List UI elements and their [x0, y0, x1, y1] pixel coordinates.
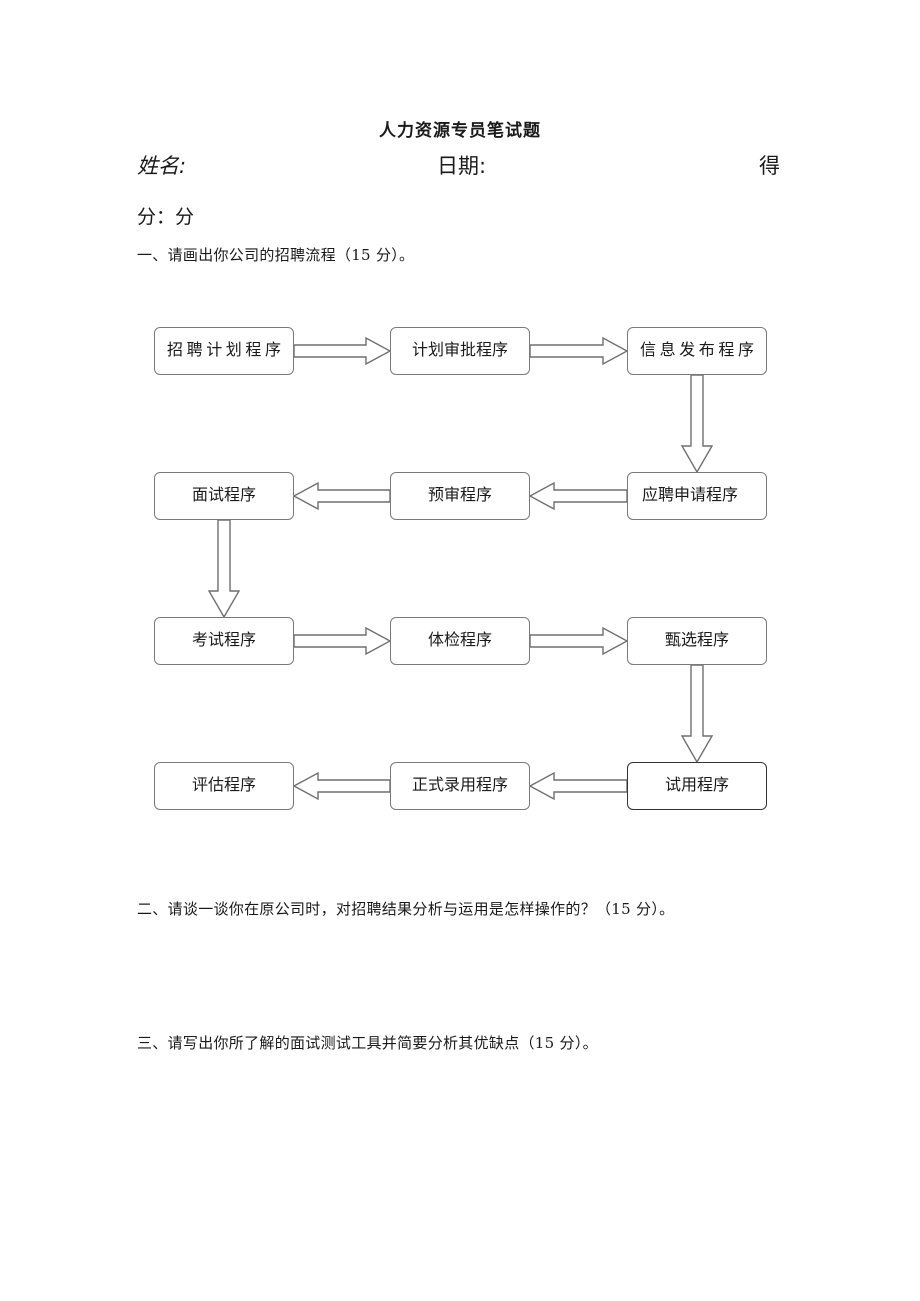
question-3: 三、请写出你所了解的面试测试工具并简要分析其优缺点（15 分）。: [137, 1034, 598, 1052]
step-formal-hiring: 正式录用程序: [390, 762, 530, 810]
step-info-release: 信息发布程序: [627, 327, 767, 375]
step-pre-screening: 预审程序: [390, 472, 530, 520]
name-field-label: 姓名:: [137, 154, 187, 178]
question-2: 二、请谈一谈你在原公司时，对招聘结果分析与运用是怎样操作的？（15 分）。: [137, 900, 675, 918]
step-exam: 考试程序: [154, 617, 294, 665]
step-interview: 面试程序: [154, 472, 294, 520]
step-medical-check: 体检程序: [390, 617, 530, 665]
arrow-right-4: [529, 626, 629, 656]
step-recruitment-plan: 招聘计划程序: [154, 327, 294, 375]
arrow-right-3: [293, 626, 392, 656]
step-plan-approval: 计划审批程序: [390, 327, 530, 375]
question-1: 一、请画出你公司的招聘流程（15 分）。: [137, 246, 415, 264]
arrow-left-3: [528, 771, 628, 801]
step-probation: 试用程序: [627, 762, 767, 810]
arrow-left-4: [292, 771, 391, 801]
step-application: 应聘申请程序: [627, 472, 767, 520]
page-title: 人力资源专员笔试题: [379, 121, 541, 141]
score-field-label-part2: 分：分: [137, 206, 195, 228]
arrow-down-1: [680, 374, 714, 474]
arrow-right-2: [529, 336, 629, 366]
step-selection: 甄选程序: [627, 617, 767, 665]
arrow-left-1: [528, 481, 628, 511]
arrow-down-2: [207, 519, 241, 619]
date-field-label: 日期:: [437, 154, 487, 178]
arrow-right-1: [293, 336, 392, 366]
arrow-left-2: [292, 481, 391, 511]
arrow-down-3: [680, 664, 714, 764]
step-evaluation: 评估程序: [154, 762, 294, 810]
score-field-label-part1: 得: [759, 154, 780, 178]
